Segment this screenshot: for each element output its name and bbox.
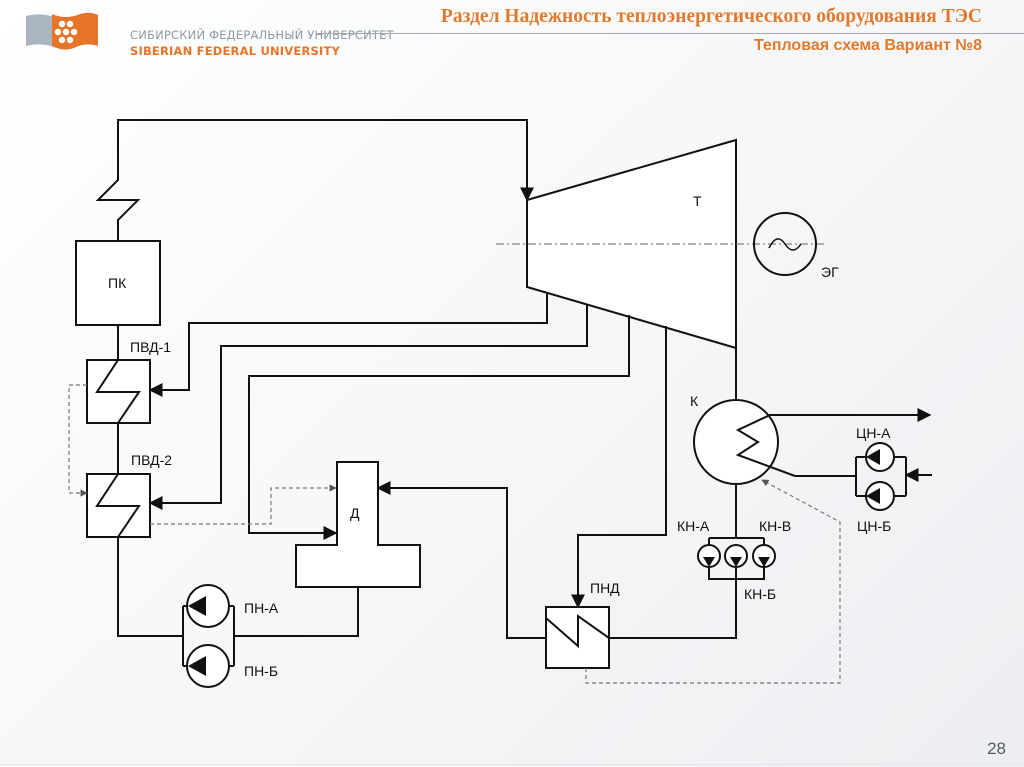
page-title: Раздел Надежность теплоэнергетического о… [440, 6, 982, 27]
drain-hph1-to-hph2 [68, 384, 88, 497]
title-divider [316, 33, 1024, 34]
label-turbine: Т [693, 193, 702, 209]
circ-pump-a-icon [866, 449, 880, 465]
label-cond-pump-v: КН-В [759, 518, 791, 534]
generator [753, 212, 817, 276]
condenser [693, 399, 779, 485]
label-lph: ПНД [590, 580, 620, 596]
logo-emblem-icon [26, 12, 98, 50]
label-boiler: ПК [108, 275, 127, 291]
label-circ-pump-b: ЦН-Б [857, 518, 891, 534]
extraction-1-line [148, 292, 548, 397]
label-feed-pump-b: ПН-Б [244, 663, 278, 679]
label-cond-pump-a: КН-А [677, 518, 710, 534]
label-circ-pump-a: ЦН-А [856, 425, 891, 441]
condensate-to-deaerator-line [376, 481, 546, 639]
page-subtitle: Тепловая схема Вариант №8 [753, 37, 982, 54]
circ-pump-b-icon [866, 488, 880, 504]
label-feed-pump-a: ПН-А [244, 600, 279, 616]
generator-sine-icon [768, 238, 802, 251]
label-hph1: ПВД-1 [130, 339, 171, 355]
label-hph2: ПВД-2 [131, 452, 172, 468]
page-number: 28 [987, 739, 1006, 758]
drain-lph-to-condenser [585, 479, 841, 684]
extraction-3-line [248, 315, 630, 540]
extraction-4-line [571, 326, 667, 609]
label-condenser: К [690, 393, 699, 409]
university-logo: СИБИРСКИЙ ФЕДЕРАЛЬНЫЙ УНИВЕРСИТЕТ SIBERI… [26, 12, 394, 58]
footer-divider [0, 764, 1024, 765]
feed-pump-a-icon [188, 596, 206, 616]
feedwater-line [234, 587, 359, 637]
label-cond-pump-b: КН-Б [744, 586, 776, 602]
deaerator [295, 461, 421, 588]
extraction-2-line [148, 304, 588, 510]
logo-name-ru: СИБИРСКИЙ ФЕДЕРАЛЬНЫЙ УНИВЕРСИТЕТ [130, 28, 394, 42]
feed-pump-b-icon [188, 656, 206, 676]
main-steam-line [95, 119, 534, 240]
label-generator: ЭГ [821, 264, 839, 280]
boiler [75, 240, 161, 326]
logo-name-en: SIBERIAN FEDERAL UNIVERSITY [130, 44, 341, 58]
cond-pump-v-icon [758, 557, 770, 567]
cond-pump-b-icon [730, 557, 742, 567]
cond-pump-a-icon [703, 557, 715, 567]
label-deaerator: Д [350, 505, 360, 521]
drain-hph2-to-deaerator [150, 484, 337, 525]
